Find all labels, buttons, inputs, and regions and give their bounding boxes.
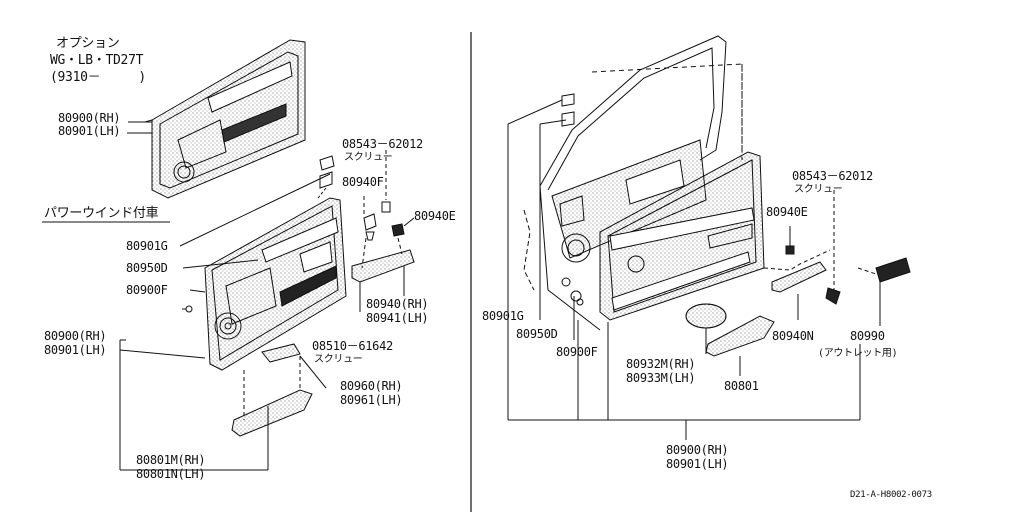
right-speaker-lh: 80933M(LH) <box>626 371 696 385</box>
right-part-80990: 80990 <box>850 329 885 343</box>
left-screw2-name: スクリュー <box>314 354 363 365</box>
main-door-panel-right <box>599 151 765 321</box>
left-handle-lh: 80941(LH) <box>366 311 429 325</box>
right-armrest: 80801 <box>724 379 759 393</box>
drawing-code: D21-A-H8002-0073 <box>850 490 932 500</box>
top-panel-part-lh: 80901(LH) <box>58 124 121 138</box>
right-main-part-lh: 80901(LH) <box>666 457 729 471</box>
left-screw2-code: 08510－61642 <box>312 339 393 353</box>
left-switch-lh: 80961(LH) <box>340 393 403 407</box>
left-main-part-lh: 80901(LH) <box>44 343 107 357</box>
top-panel-part-rh: 80900(RH) <box>58 111 121 125</box>
right-part-80901g: 80901G <box>482 309 524 323</box>
option-header-line2: WG・LB・TD27T <box>50 53 144 68</box>
right-part-80940e: 80940E <box>766 205 808 219</box>
right-main-part-rh: 80900(RH) <box>666 443 729 457</box>
right-part-80940n: 80940N <box>772 329 814 343</box>
right-part-80950d: 80950D <box>516 327 558 341</box>
option-door-panel <box>144 39 306 199</box>
left-screw1-name: スクリュー <box>344 152 393 163</box>
left-part-80900f: 80900F <box>126 283 168 297</box>
left-main-part-rh: 80900(RH) <box>44 329 107 343</box>
left-part-80940f: 80940F <box>342 175 384 189</box>
right-screw-code: 08543－62012 <box>792 169 873 183</box>
power-window-header: パワーウインド付車 <box>44 206 159 221</box>
left-handle-rh: 80940(RH) <box>366 297 429 311</box>
right-part-80900f: 80900F <box>556 345 598 359</box>
right-outlet-note: (アウトレット用) <box>818 348 898 359</box>
left-part-80950d: 80950D <box>126 261 168 275</box>
main-door-panel-left <box>204 197 347 371</box>
left-part-80940e: 80940E <box>414 209 456 223</box>
option-header-line1: オプション <box>56 36 120 51</box>
left-screw1-code: 08543－62012 <box>342 137 423 151</box>
left-part-80901g: 80901G <box>126 239 168 253</box>
right-speaker-rh: 80932M(RH) <box>626 357 696 371</box>
left-armrest-lh: 80801N(LH) <box>136 467 206 481</box>
option-header-line3: (9310－ ) <box>50 70 146 85</box>
left-armrest-rh: 80801M(RH) <box>136 453 206 467</box>
left-switch-rh: 80960(RH) <box>340 379 403 393</box>
door-inner-frame <box>523 35 727 331</box>
right-screw-name: スクリュー <box>794 184 843 195</box>
